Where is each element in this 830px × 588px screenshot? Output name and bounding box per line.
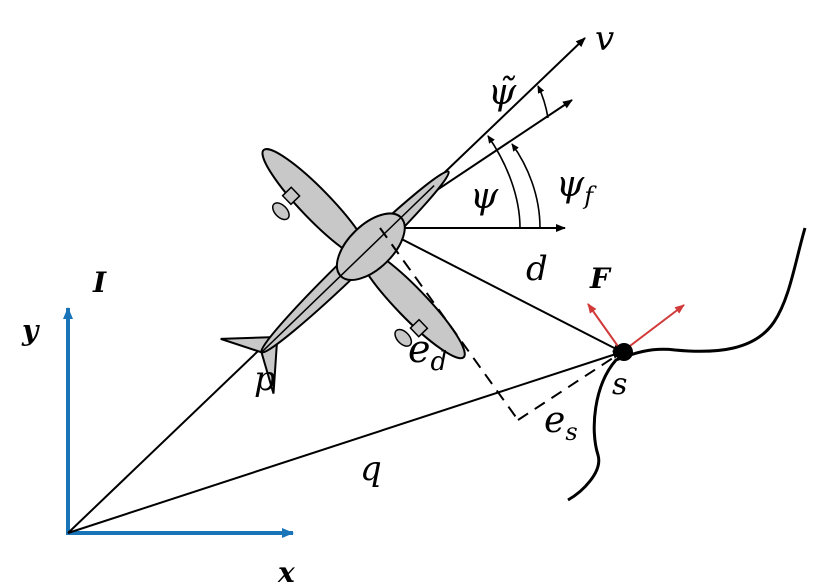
path-curve [567,227,807,502]
q-vector [67,350,623,534]
label-psi-f-base: ψ [556,164,585,205]
label-p: p [254,359,276,399]
label-e-s-base: e [544,400,565,441]
label-psi-f-sub: f [582,182,597,210]
e-s-dashed [517,351,623,421]
label-e-d-base: e [408,327,431,371]
label-psi-f: ψf [556,164,597,210]
label-v: v [595,19,614,59]
label-F: F [589,262,612,295]
force-vector-a [587,303,623,353]
label-x: x [277,556,295,588]
label-e-d-sub: d [431,347,448,377]
label-q: q [360,449,382,489]
target-point-icon [615,343,633,361]
label-e-s-sub: s [565,418,577,446]
label-s: s [612,367,627,402]
psi-tilde-arc [537,85,549,119]
label-e-d: ed [408,327,447,377]
d-vector [379,227,623,353]
label-I: I [92,266,107,299]
force-vector-b [621,304,685,353]
psi-arc [487,135,521,229]
label-psi: ψ [470,176,499,217]
airplane-icon [220,148,466,394]
psi-f-arc [511,143,541,229]
label-d: d [526,249,548,289]
label-psi-tilde: ψ̃ [488,72,517,113]
label-e-s: es [544,400,578,446]
label-y: y [21,314,40,347]
